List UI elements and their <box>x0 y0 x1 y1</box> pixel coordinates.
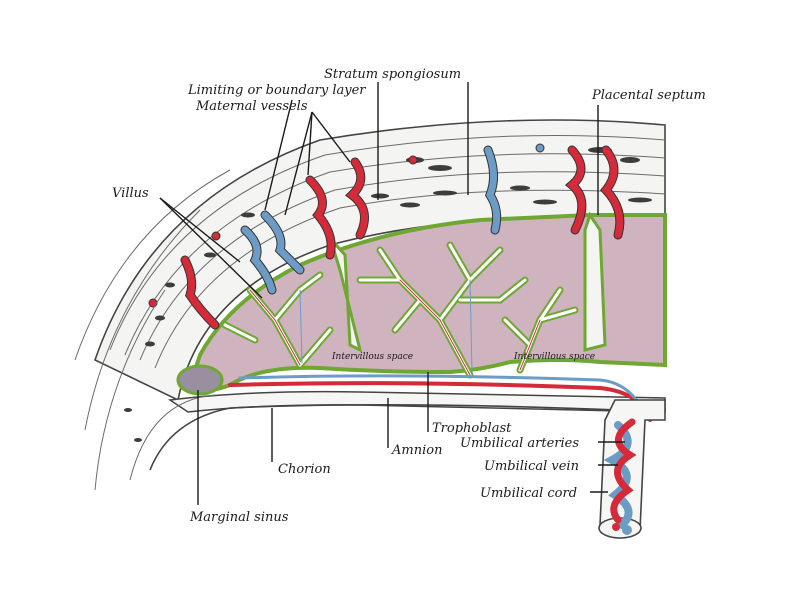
label-trophoblast: Trophoblast <box>432 421 512 436</box>
leader-lines <box>159 82 625 505</box>
leader-maternal-vessels-1 <box>284 111 313 216</box>
leader-maternal-vessels-3 <box>311 111 351 163</box>
label-amnion: Amnion <box>391 443 442 458</box>
leader-villus-2 <box>159 197 263 299</box>
label-chorion: Chorion <box>278 462 331 477</box>
chorionic-vessels <box>228 374 652 422</box>
leader-villus-1 <box>159 197 241 263</box>
label-maternal-vessels: Maternal vessels <box>195 99 308 114</box>
label-villus: Villus <box>112 186 149 201</box>
label-umbilical-vein: Umbilical vein <box>484 459 579 474</box>
maternal-vessels <box>180 145 625 330</box>
label-intervillous-space-left: Intervillous space <box>331 352 413 362</box>
chorion-band <box>129 390 666 481</box>
decidua-wall <box>94 119 666 442</box>
leader-limiting-layer <box>264 99 293 211</box>
umbilical-cord <box>598 399 666 539</box>
label-limiting-layer: Limiting or boundary layer <box>187 83 366 98</box>
label-marginal-sinus: Marginal sinus <box>189 510 289 525</box>
label-umbilical-cord: Umbilical cord <box>480 486 577 501</box>
villous-trees <box>221 241 579 379</box>
label-umbilical-arteries: Umbilical arteries <box>460 436 579 451</box>
uterine-wall-lines <box>74 169 231 491</box>
label-stratum-spongiosum: Stratum spongiosum <box>324 67 461 82</box>
leader-maternal-vessels-2 <box>307 111 313 176</box>
intervillous-space <box>176 211 667 396</box>
label-placental-septum: Placental septum <box>591 88 706 103</box>
label-intervillous-space-right: Intervillous space <box>513 352 595 362</box>
labels: Stratum spongiosum Limiting or boundary … <box>112 67 706 525</box>
